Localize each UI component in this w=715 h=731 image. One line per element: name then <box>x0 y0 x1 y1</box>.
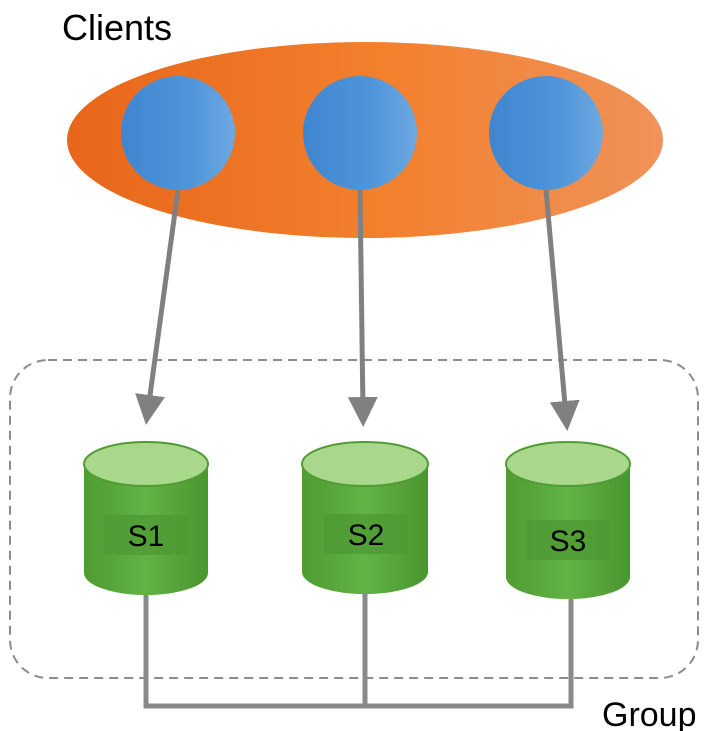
server-s1-label-box <box>104 515 188 555</box>
arrow-client2-s2 <box>347 189 378 427</box>
server-s1-label: S1 <box>128 520 165 553</box>
server-s2-label: S2 <box>348 519 385 552</box>
group-boundary <box>9 359 699 679</box>
server-s3-label: S3 <box>550 525 587 558</box>
client-server-arrows <box>135 189 580 431</box>
client-node-2 <box>303 76 417 190</box>
server-s2-label-box <box>324 514 408 554</box>
server-s3-label-box <box>526 520 610 560</box>
server-s3: S3 <box>505 441 631 599</box>
server-interconnect <box>143 588 574 709</box>
client-node-1 <box>121 76 235 190</box>
arrow-client1-s1 <box>135 189 181 425</box>
client-node-3 <box>489 76 603 190</box>
server-s1: S1 <box>83 441 209 595</box>
arrow-client3-s3 <box>543 189 580 431</box>
clients-label: Clients <box>62 7 172 48</box>
server-s2: S2 <box>301 441 429 594</box>
group-label: Group <box>602 696 697 731</box>
